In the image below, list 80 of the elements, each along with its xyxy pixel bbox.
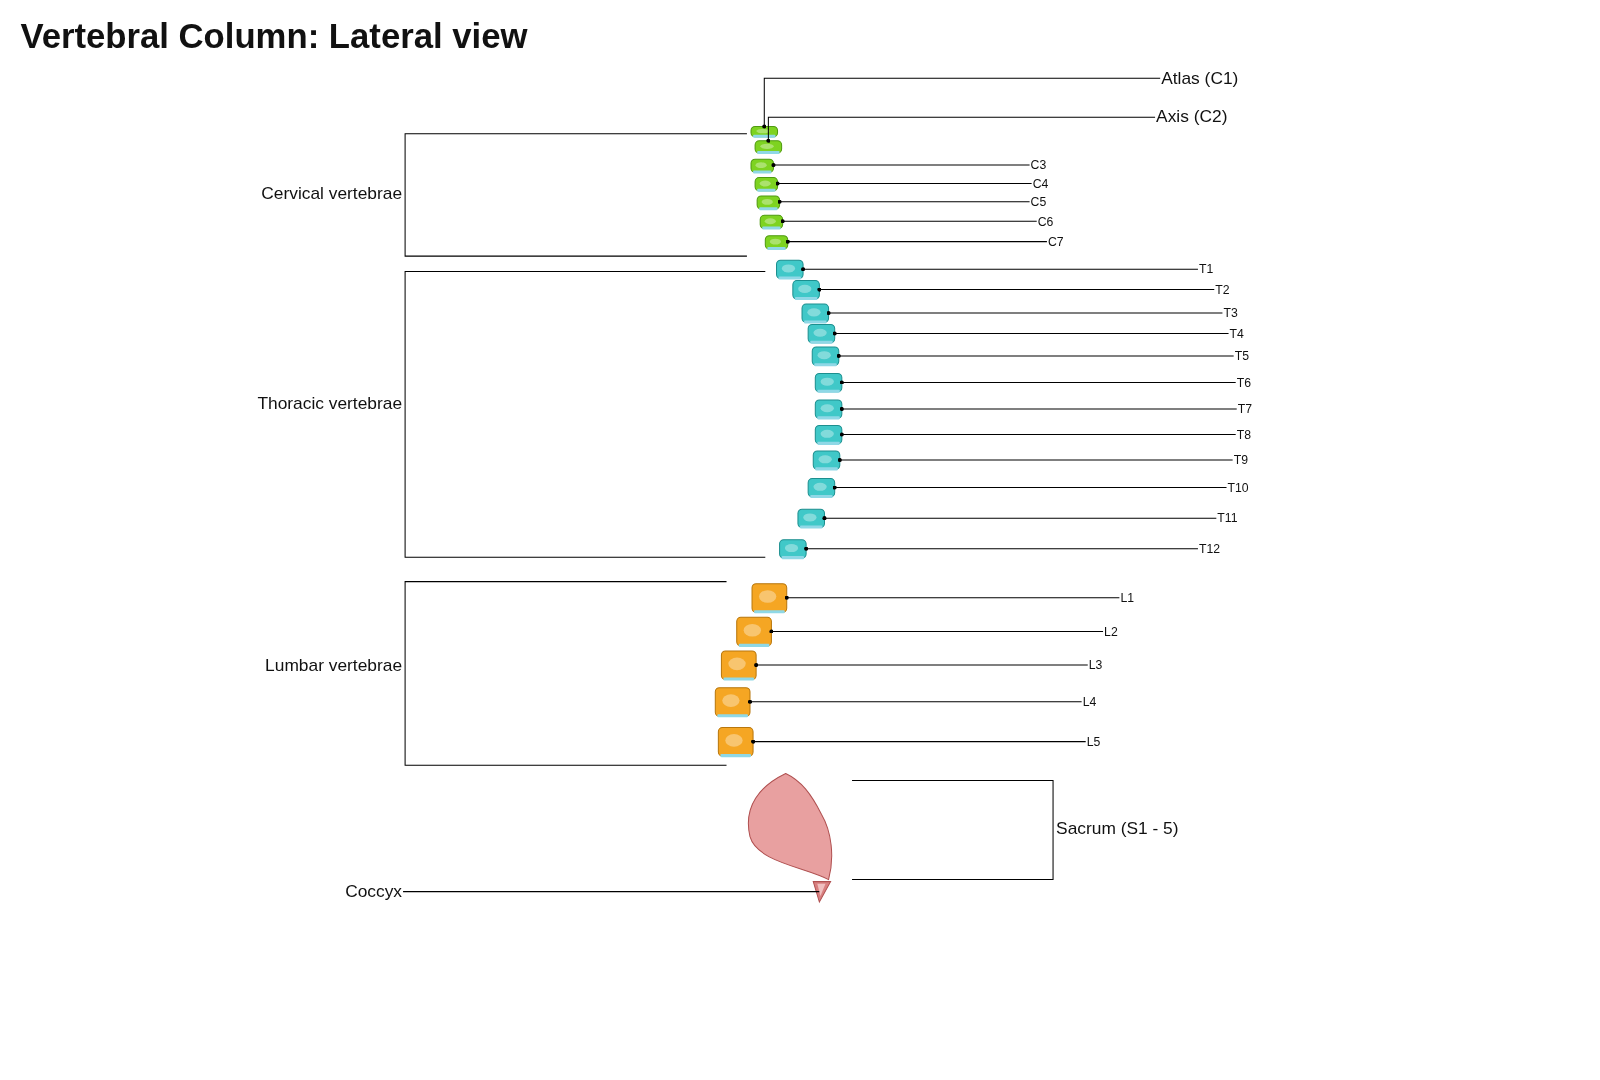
part-label: T3 bbox=[1223, 305, 1238, 321]
vertebra-drawing bbox=[807, 478, 836, 498]
vertebra-drawing bbox=[754, 177, 779, 192]
leader-line bbox=[836, 353, 1235, 358]
leader-line bbox=[832, 331, 1230, 336]
part-label: T1 bbox=[1198, 262, 1214, 277]
diagram-title: Vertebral Column: Lateral view bbox=[20, 15, 528, 56]
coccyx-drawing bbox=[812, 881, 832, 904]
leader-line bbox=[804, 546, 1199, 551]
vertebra-drawing bbox=[814, 372, 843, 393]
leader-line bbox=[751, 739, 1087, 744]
vertebra-drawing bbox=[814, 425, 843, 445]
leader-line bbox=[780, 219, 1038, 224]
part-label: T12 bbox=[1198, 541, 1221, 556]
part-label: C7 bbox=[1047, 234, 1064, 249]
part-label: C4 bbox=[1032, 176, 1049, 191]
leader-line bbox=[747, 699, 1083, 704]
vertebra-drawing bbox=[751, 583, 788, 614]
vertebra-drawing bbox=[801, 303, 830, 324]
part-label: Atlas (C1) bbox=[1161, 68, 1239, 89]
vertebra-drawing bbox=[792, 280, 820, 300]
vertebra-drawing bbox=[812, 450, 841, 471]
vertebra-drawing bbox=[714, 687, 751, 718]
vertebra-drawing bbox=[759, 214, 784, 230]
vertebra-drawing bbox=[807, 324, 836, 344]
leader-line bbox=[766, 116, 1156, 143]
region-label: Lumbar vertebrae bbox=[265, 655, 403, 677]
vertebra-drawing bbox=[736, 616, 772, 647]
vertebra-drawing bbox=[779, 539, 807, 560]
part-label: T10 bbox=[1227, 480, 1249, 495]
vertebra-drawing bbox=[720, 650, 757, 681]
vertebra-drawing bbox=[814, 399, 843, 420]
leader-line bbox=[402, 891, 820, 893]
vertebra-drawing bbox=[764, 235, 789, 250]
region-label: Thoracic vertebrae bbox=[257, 393, 403, 415]
leader-line bbox=[832, 485, 1228, 490]
part-label: C6 bbox=[1037, 214, 1054, 229]
part-label: L4 bbox=[1082, 694, 1097, 709]
part-label: T11 bbox=[1217, 511, 1238, 526]
vertebra-drawing bbox=[754, 140, 783, 155]
leader-line bbox=[769, 629, 1104, 634]
part-label: L3 bbox=[1088, 657, 1103, 673]
leader-line bbox=[839, 380, 1237, 385]
leader-line bbox=[822, 516, 1217, 521]
leader-line bbox=[785, 239, 1048, 244]
part-label: L2 bbox=[1104, 624, 1118, 639]
part-label: T4 bbox=[1229, 326, 1244, 341]
part-label: L1 bbox=[1120, 590, 1135, 605]
leader-line bbox=[837, 457, 1234, 463]
part-label: Coccyx bbox=[345, 881, 403, 902]
part-label: T6 bbox=[1236, 375, 1252, 390]
leader-line bbox=[775, 181, 1033, 186]
leader-line bbox=[817, 287, 1215, 292]
leader-line bbox=[801, 267, 1199, 272]
region-label: Sacrum (S1 - 5) bbox=[1056, 818, 1179, 839]
vertebra-drawing bbox=[750, 126, 779, 138]
part-label: L5 bbox=[1086, 734, 1101, 749]
part-label: T9 bbox=[1233, 452, 1248, 468]
part-label: Axis (C2) bbox=[1156, 106, 1228, 128]
vertebra-drawing bbox=[750, 158, 774, 174]
vertebra-drawing bbox=[811, 346, 840, 367]
vertebra-drawing bbox=[717, 727, 754, 758]
leader-line bbox=[762, 77, 1161, 129]
leader-line bbox=[754, 663, 1089, 668]
vertebra-drawing bbox=[776, 259, 804, 280]
leader-line bbox=[784, 595, 1120, 600]
part-label: C5 bbox=[1030, 194, 1047, 209]
vertebra-drawing bbox=[756, 195, 781, 211]
vertebra-drawing bbox=[797, 508, 825, 529]
part-label: T8 bbox=[1236, 427, 1252, 442]
leader-line bbox=[826, 311, 1223, 316]
part-label: T7 bbox=[1237, 401, 1253, 417]
leader-line bbox=[839, 406, 1238, 411]
part-label: T2 bbox=[1215, 282, 1230, 297]
leader-line bbox=[777, 199, 1031, 204]
part-label: T5 bbox=[1234, 348, 1249, 364]
leader-line bbox=[771, 163, 1031, 168]
part-label: C3 bbox=[1030, 157, 1047, 173]
leader-line bbox=[839, 432, 1237, 437]
region-label: Cervical vertebrae bbox=[261, 183, 403, 204]
